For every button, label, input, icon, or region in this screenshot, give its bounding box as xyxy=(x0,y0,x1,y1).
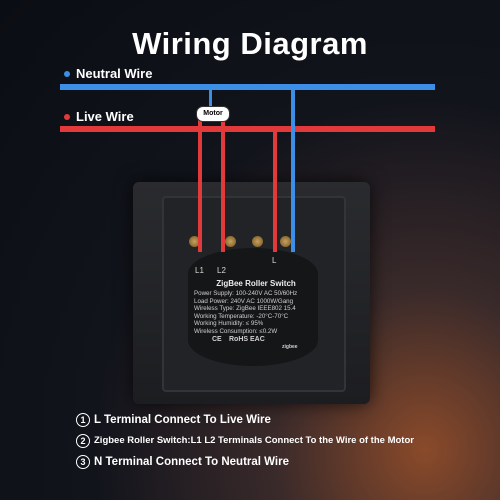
neutral-wire-label: Neutral Wire xyxy=(64,66,152,81)
number-icon: 1 xyxy=(76,412,90,427)
neutral-wire xyxy=(60,84,435,90)
neutral-drop xyxy=(291,90,295,252)
motor-label: Motor xyxy=(196,106,230,122)
diagram-title: Wiring Diagram xyxy=(132,26,368,61)
terminal-screw xyxy=(252,236,263,247)
spec-line: Working Temperature: -20°C-70°C xyxy=(194,312,289,320)
live-wire-text: Live Wire xyxy=(76,109,134,124)
note-item: 3 N Terminal Connect To Neutral Wire xyxy=(76,451,414,472)
live-wire-label: Live Wire xyxy=(64,109,134,124)
wiring-notes: 1 L Terminal Connect To Live Wire 2 Zigb… xyxy=(76,409,414,472)
number-icon: 2 xyxy=(76,433,90,448)
device-title: ZigBee Roller Switch xyxy=(216,279,296,288)
note-item: 2 Zigbee Roller Switch:L1 L2 Terminals C… xyxy=(76,430,414,451)
motor-neutral-lead xyxy=(209,90,212,108)
switch-module xyxy=(188,248,318,366)
terminal-screw xyxy=(225,236,236,247)
motor-lead-2 xyxy=(221,120,225,252)
rohs-mark: RoHS xyxy=(229,336,249,343)
zigbee-mark: zigbee xyxy=(282,344,298,350)
spec-line: Wireless Consumption: ≤0.2W xyxy=(194,327,278,335)
ce-mark: CE xyxy=(212,336,222,343)
neutral-wire-text: Neutral Wire xyxy=(76,66,153,81)
spec-line: Wireless Type: ZigBee IEEE802 15.4 xyxy=(194,305,296,313)
note-text: N Terminal Connect To Neutral Wire xyxy=(94,455,289,468)
terminal-screw xyxy=(280,236,291,247)
number-icon: 3 xyxy=(76,454,90,469)
terminal-label-l2: L2 xyxy=(217,266,226,275)
device-specs: Power Supply: 100-240V AC 50/60Hz Load P… xyxy=(194,290,314,336)
eac-mark: EAC xyxy=(250,336,265,343)
motor-lead-1 xyxy=(198,120,202,252)
spec-line: Working Humidity: ≤ 95% xyxy=(194,320,264,328)
terminal-screw xyxy=(189,236,200,247)
note-item: 1 L Terminal Connect To Live Wire xyxy=(76,409,414,430)
terminal-label-l: L xyxy=(272,256,277,265)
live-drop xyxy=(273,130,277,252)
neutral-dot-icon xyxy=(64,70,70,77)
live-wire xyxy=(60,126,435,132)
note-text: L Terminal Connect To Live Wire xyxy=(94,413,271,426)
live-dot-icon xyxy=(64,113,70,120)
terminal-label-l1: L1 xyxy=(195,266,204,275)
note-text: Zigbee Roller Switch:L1 L2 Terminals Con… xyxy=(94,435,414,446)
spec-line: Power Supply: 100-240V AC 50/60Hz xyxy=(194,290,298,297)
spec-line: Load Power: 240V AC 1000W/Gang xyxy=(194,297,294,305)
